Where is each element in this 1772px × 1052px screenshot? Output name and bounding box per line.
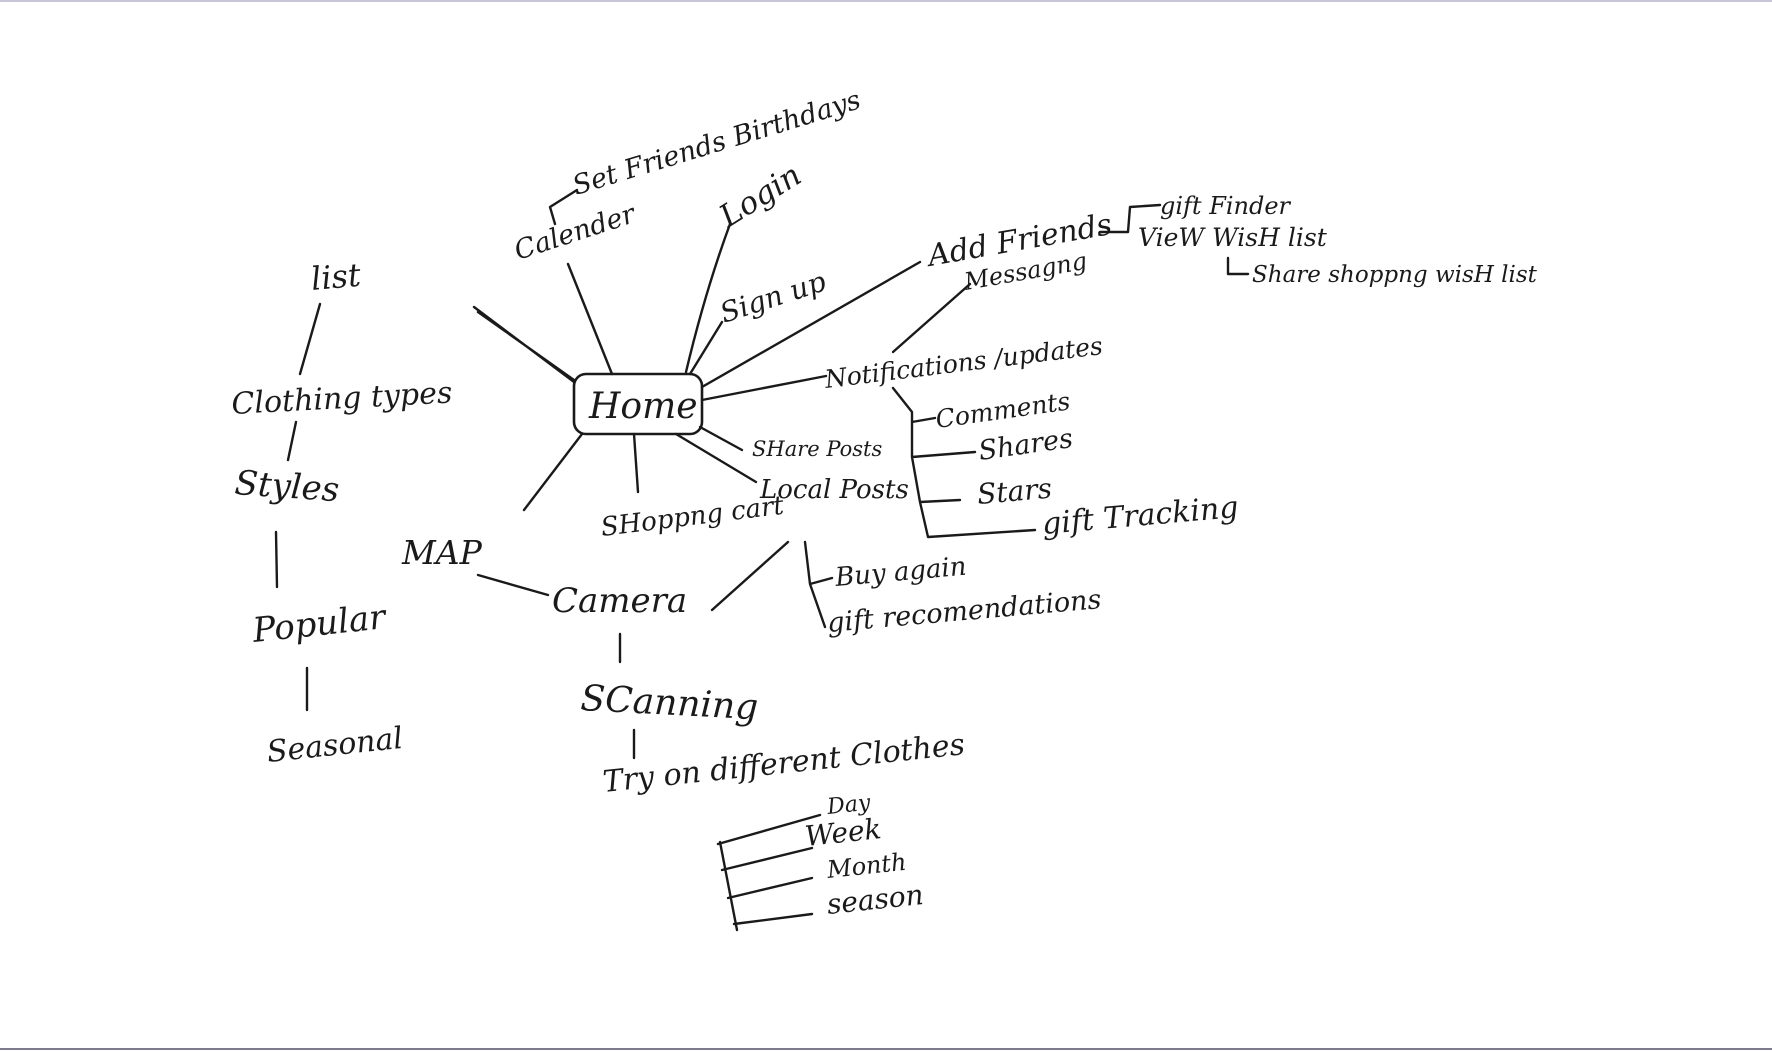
edge-home-map (522, 432, 584, 512)
edge-calender-birthdays (548, 188, 579, 226)
edge-viewwish-share (1226, 256, 1250, 276)
edge-camera-localposts (710, 540, 790, 612)
node-camera: Camera (552, 581, 687, 621)
node-set-friends-birthdays: Set Friends Birthdays (569, 85, 864, 202)
node-calender: Calender (511, 198, 641, 267)
edge-home-signup (688, 320, 724, 376)
edge-tryon-timeframes (716, 813, 822, 932)
node-sign-up: Sign up (716, 265, 830, 330)
edge-home-notifications (700, 374, 828, 402)
node-popular: Popular (250, 597, 389, 651)
edge-home-shareposts (698, 425, 744, 452)
node-view-wish-list: VieW WisH list (1138, 223, 1328, 252)
node-stars: Stars (976, 472, 1053, 511)
edge-map-camera (476, 573, 550, 597)
node-shares: Shares (977, 423, 1075, 467)
node-notifications-updates: Notifications /updates (822, 331, 1104, 394)
node-gift-recomendations: gift recomendations (826, 584, 1103, 639)
node-day: Day (825, 791, 872, 821)
edge-localposts-sub (803, 540, 834, 629)
node-share-shopping-wish-list: Share shoppng wisH list (1252, 262, 1538, 288)
edge-home-left-strokes (472, 305, 576, 384)
node-home: Home (588, 386, 698, 427)
node-season: season (825, 878, 925, 921)
edge-home-login (684, 222, 732, 374)
node-buy-again: Buy again (833, 552, 968, 593)
node-login: Login (712, 157, 807, 235)
node-share-posts: SHare Posts (752, 437, 882, 461)
node-week: Week (803, 812, 883, 853)
node-try-on: Try on different Clothes (601, 727, 966, 800)
edge-styles-popular (274, 530, 279, 589)
node-seasonal: Seasonal (265, 721, 404, 770)
node-list: list (309, 256, 362, 298)
node-gift-finder: gift Finder (1160, 192, 1292, 220)
edge-list-clothing (298, 302, 322, 376)
node-map: MAP (401, 533, 483, 572)
edge-home-localposts (674, 432, 758, 484)
edge-notifications-sub (891, 386, 1037, 539)
connector-lines (274, 188, 1250, 932)
edge-clothing-styles (286, 420, 298, 462)
edge-home-cart (632, 432, 640, 494)
edge-home-calender (566, 262, 614, 376)
node-local-posts: Local Posts (759, 475, 909, 505)
node-scanning: SCanning (580, 678, 760, 728)
home-box (572, 372, 704, 436)
nodes: Home Calender Set Friends Birthdays Logi… (231, 85, 1538, 921)
edge-addfriends-giftfinder (1098, 203, 1162, 234)
node-month: Month (825, 848, 908, 884)
edge-notifications-messaging (891, 282, 972, 354)
node-gift-tracking: gift Tracking (1041, 490, 1240, 542)
node-shopping-cart: SHoppng cart (599, 491, 786, 543)
node-styles: Styles (233, 463, 340, 510)
node-clothing-types: Clothing types (231, 375, 454, 422)
edge-home-add-friends (700, 260, 922, 389)
